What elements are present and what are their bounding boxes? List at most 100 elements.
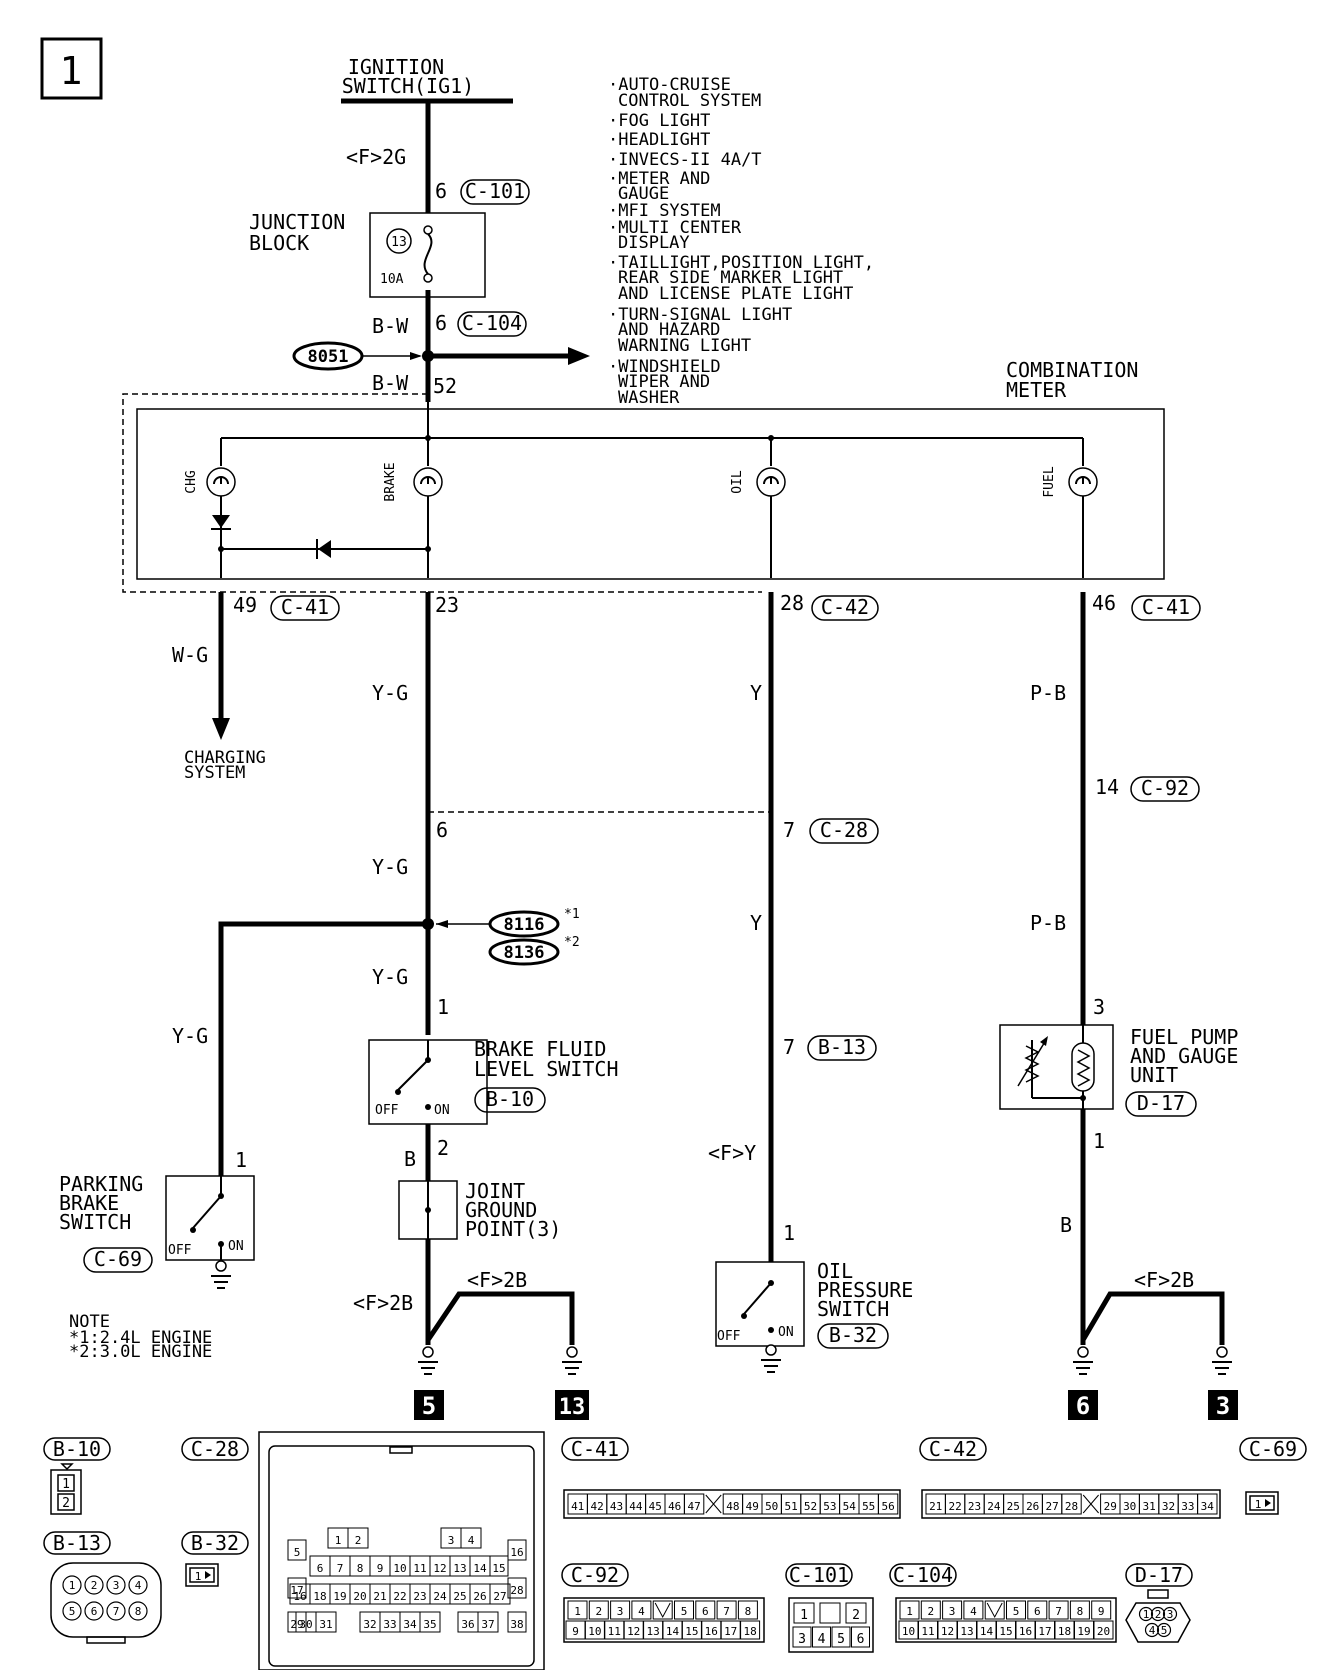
connector-key xyxy=(819,1602,841,1624)
svg-text:W-G: W-G xyxy=(172,643,208,667)
parking-brake-switch: OFF ON PARKING BRAKE SWITCH C-69 xyxy=(59,1172,255,1289)
connector-pin: 19 xyxy=(1074,1620,1094,1640)
connector-view-b32: B-32 1 xyxy=(181,1531,249,1587)
pin-label: 2 xyxy=(437,1136,449,1160)
connector-pin: 32 xyxy=(1158,1493,1179,1515)
ground-symbol-icon xyxy=(211,1260,231,1289)
svg-text:SYSTEM: SYSTEM xyxy=(184,763,245,783)
svg-text:2: 2 xyxy=(927,1605,934,1618)
connector-pin: 30 xyxy=(1119,1493,1140,1515)
chg-lamp-icon: CHG xyxy=(184,467,236,497)
wire-color-bw: B-W xyxy=(372,314,409,338)
connector-c69: C-69 xyxy=(83,1247,153,1273)
svg-text:7: 7 xyxy=(337,1562,344,1575)
connector-pin xyxy=(652,1600,673,1620)
svg-text:D-17: D-17 xyxy=(1137,1091,1185,1115)
svg-text:54: 54 xyxy=(843,1500,857,1513)
svg-text:32: 32 xyxy=(1162,1500,1175,1513)
connector-pin: 38 xyxy=(507,1611,527,1633)
svg-text:3: 3 xyxy=(1167,1608,1174,1621)
fuel-lamp-icon: FUEL xyxy=(1042,466,1098,498)
svg-text:SWITCH(IG1): SWITCH(IG1) xyxy=(342,74,474,98)
svg-text:1: 1 xyxy=(69,1579,76,1592)
oil-pressure-switch: OFF ON OIL PRESSURE SWITCH B-32 xyxy=(715,1259,913,1373)
connector-c92: C-92 xyxy=(1130,776,1200,802)
svg-text:3: 3 xyxy=(113,1579,120,1592)
svg-text:·WINDSHIELD: ·WINDSHIELD xyxy=(608,357,721,377)
svg-text:27: 27 xyxy=(1045,1500,1058,1513)
svg-text:WASHER: WASHER xyxy=(618,388,680,408)
connector-pin: 17 xyxy=(1035,1620,1055,1640)
connector-pin: 26 xyxy=(469,1583,491,1605)
connector-c42: C-42 xyxy=(811,595,879,621)
svg-text:C-42: C-42 xyxy=(929,1437,977,1461)
connector-b10: B-10 xyxy=(474,1087,546,1113)
connector-pin: 4 xyxy=(1144,1622,1160,1638)
connector-c41: C-41 xyxy=(270,595,340,621)
splice-8136: 8136 *2 xyxy=(488,935,580,966)
connector-pin: 47 xyxy=(683,1493,705,1515)
svg-text:6: 6 xyxy=(857,1632,865,1647)
svg-text:OFF: OFF xyxy=(717,1329,741,1344)
chg-diode-icon xyxy=(211,515,231,530)
pin-label: 3 xyxy=(1093,995,1105,1019)
svg-text:B: B xyxy=(1060,1213,1072,1237)
pin-label: 1 xyxy=(235,1148,247,1172)
svg-text:·TAILLIGHT,POSITION LIGHT,: ·TAILLIGHT,POSITION LIGHT, xyxy=(608,253,874,273)
svg-text:13: 13 xyxy=(391,235,407,250)
svg-text:CHARGING: CHARGING xyxy=(184,748,266,768)
connector-pin: 1 xyxy=(899,1600,920,1620)
svg-text:4: 4 xyxy=(818,1632,826,1647)
connector-pin: 33 xyxy=(1177,1493,1199,1515)
brake-fluid-level-switch: OFF ON BRAKE FLUID LEVEL SWITCH B-10 xyxy=(368,1037,619,1125)
svg-text:17: 17 xyxy=(724,1625,737,1638)
svg-text:14: 14 xyxy=(980,1625,994,1638)
connector-pin: 34 xyxy=(1197,1493,1218,1515)
svg-text:8: 8 xyxy=(357,1562,364,1575)
svg-text:33: 33 xyxy=(1181,1500,1194,1513)
svg-text:C-92: C-92 xyxy=(571,1563,619,1587)
ground-ref-13: 13 xyxy=(555,1390,589,1420)
svg-text:1: 1 xyxy=(906,1605,913,1618)
connector-pin: 14 xyxy=(469,1555,491,1577)
svg-text:45: 45 xyxy=(649,1500,662,1513)
connector-pin: 34 xyxy=(399,1611,421,1633)
svg-text:C-41: C-41 xyxy=(1142,595,1190,619)
svg-text:8: 8 xyxy=(135,1605,142,1618)
charging-wire: W-G CHARGING SYSTEM xyxy=(172,592,266,783)
connector-pin: 13 xyxy=(643,1620,664,1640)
svg-text:3: 3 xyxy=(1216,1392,1230,1420)
svg-text:11: 11 xyxy=(921,1625,934,1638)
connector-pin: 18 xyxy=(740,1620,761,1640)
connector-pin: 2 xyxy=(588,1600,609,1620)
svg-text:6: 6 xyxy=(91,1605,98,1618)
connector-pin: 25 xyxy=(1003,1493,1024,1515)
svg-text:C-28: C-28 xyxy=(191,1437,239,1461)
svg-text:METER: METER xyxy=(1006,378,1067,402)
svg-text:B-10: B-10 xyxy=(53,1437,101,1461)
connector-pin: 5 xyxy=(287,1539,307,1561)
svg-text:BRAKE: BRAKE xyxy=(383,462,398,501)
svg-text:GROUND: GROUND xyxy=(465,1198,537,1222)
svg-text:44: 44 xyxy=(629,1500,643,1513)
pin-label: 49 xyxy=(233,593,257,617)
svg-text:26: 26 xyxy=(473,1590,486,1603)
svg-text:12: 12 xyxy=(627,1625,640,1638)
svg-text:FUEL: FUEL xyxy=(1042,466,1057,497)
svg-text:27: 27 xyxy=(493,1590,506,1603)
svg-text:21: 21 xyxy=(373,1590,386,1603)
svg-text:WARNING LIGHT: WARNING LIGHT xyxy=(618,336,751,356)
ground-ref-5: 5 xyxy=(414,1390,444,1420)
fuel-pump-gauge-unit: FUEL PUMP AND GAUGE UNIT D-17 xyxy=(999,1024,1238,1117)
connector-pin: 2 xyxy=(347,1527,369,1549)
svg-text:19: 19 xyxy=(333,1590,346,1603)
connector-pin: 27 xyxy=(489,1583,511,1605)
svg-text:2: 2 xyxy=(1155,1608,1162,1621)
svg-text:2: 2 xyxy=(62,1496,70,1511)
svg-text:5: 5 xyxy=(681,1605,688,1618)
connector-pin: 15 xyxy=(996,1620,1016,1640)
ground-wires-right: 1 B <F>2B xyxy=(1060,1109,1225,1345)
connector-pin: 2 xyxy=(1150,1606,1166,1622)
